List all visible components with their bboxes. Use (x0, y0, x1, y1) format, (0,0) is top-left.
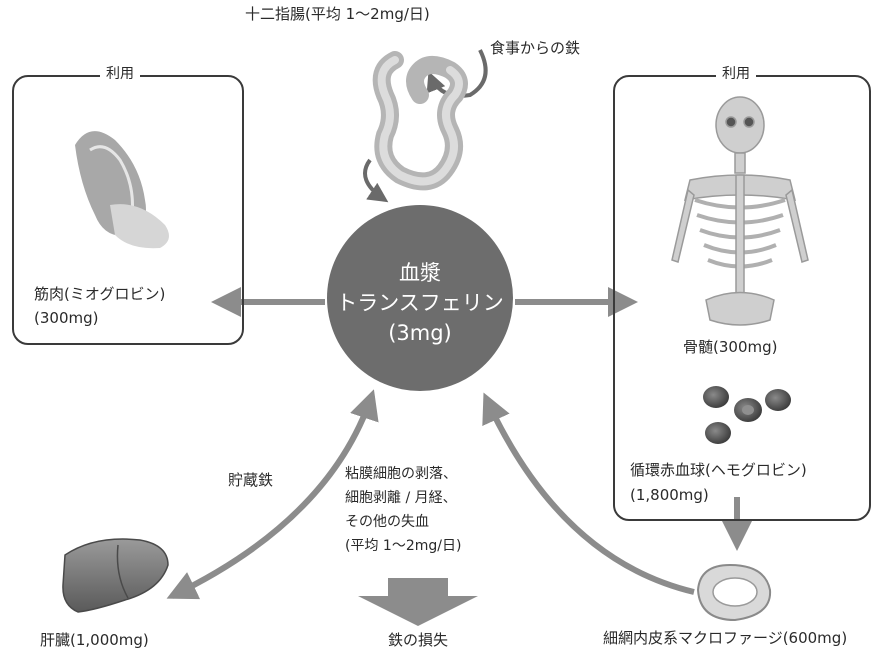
duodenum-icon (372, 51, 468, 191)
arrow-duodenum-to-plasma (363, 158, 389, 203)
loss-note-line3: その他の失血 (345, 514, 429, 530)
transferrin-amount: (3mg) (388, 321, 452, 345)
skeleton-icon (671, 96, 809, 326)
transferrin-circle (327, 205, 513, 391)
arrow-storage-iron (166, 389, 379, 600)
rbc-amount: (1,800mg) (630, 486, 709, 504)
muscle-amount: (300mg) (34, 309, 99, 327)
transferrin-label: トランスフェリン (336, 291, 504, 315)
loss-note-line2: 細胞剥離 / 月経、 (345, 490, 457, 506)
iron-loss-label: 鉄の損失 (388, 631, 449, 649)
loss-note-line4: (平均 1〜2mg/日) (345, 538, 462, 554)
storage-iron-label: 貯蔵鉄 (228, 471, 274, 489)
loss-note-line1: 粘膜細胞の剥落、 (345, 466, 457, 482)
red-blood-cells-icon (703, 386, 791, 444)
marrow-usage-box (613, 75, 871, 521)
rbc-label: 循環赤血球(ヘモグロビン) (630, 461, 807, 479)
plasma-label: 血漿 (399, 261, 441, 285)
macrophage-icon (696, 563, 772, 622)
muscle-box-title: 利用 (100, 65, 140, 83)
marrow-box-title: 利用 (716, 65, 756, 83)
plasma-transferrin-label: 血漿 トランスフェリン (3mg) (330, 258, 510, 348)
arrow-dietary-iron (426, 49, 488, 98)
bone-marrow-label: 骨髄(300mg) (683, 338, 778, 356)
muscle-icon (75, 131, 169, 249)
liver-label: 肝臓(1,000mg) (40, 631, 149, 649)
liver-icon (62, 538, 169, 613)
dietary-iron-label: 食事からの鉄 (490, 39, 581, 57)
duodenum-label: 十二指腸(平均 1〜2mg/日) (245, 5, 430, 23)
macrophage-label: 細網内皮系マクロファージ(600mg) (603, 629, 848, 647)
muscle-usage-box (12, 75, 244, 345)
arrow-macrophage-to-plasma (482, 392, 695, 595)
muscle-label: 筋肉(ミオグロビン) (34, 285, 166, 303)
iron-loss-arrow (358, 578, 478, 626)
